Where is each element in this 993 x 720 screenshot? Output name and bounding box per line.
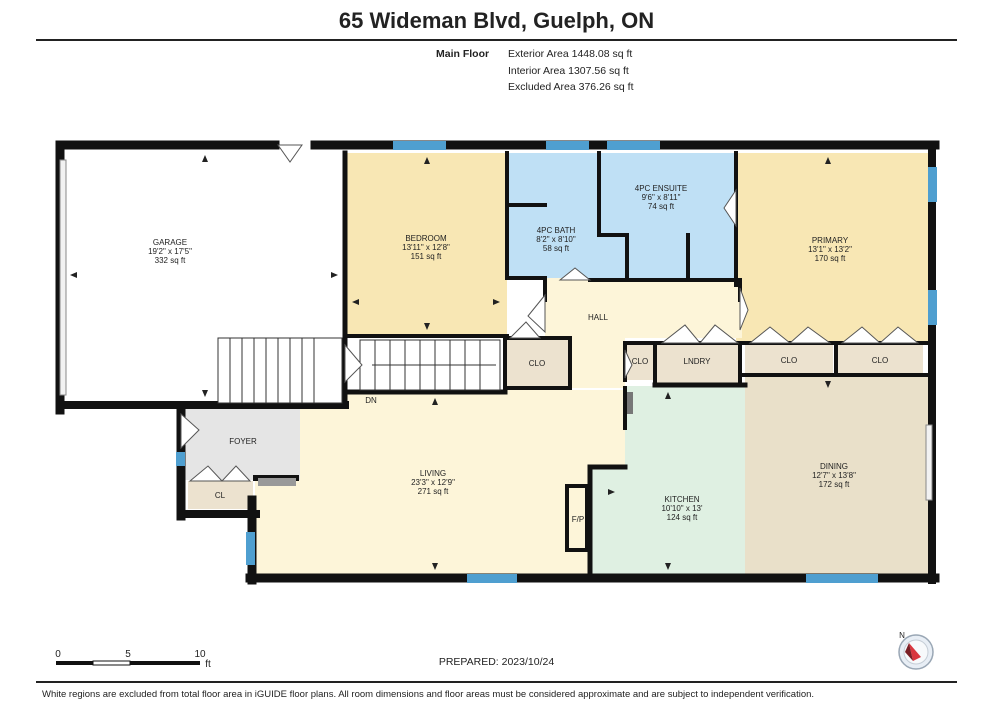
foyer-closet-label: CL: [215, 491, 226, 500]
living-name: LIVING: [420, 469, 446, 478]
scale-tick-10: 10: [194, 649, 206, 660]
fireplace-label: F/P: [572, 515, 584, 524]
windows: [176, 141, 937, 583]
compass-label: N: [899, 631, 905, 640]
stairs-down-label: DN: [365, 396, 377, 405]
dining-dims: 12'7" x 13'8": [812, 471, 856, 480]
bath-area: 58 sq ft: [543, 244, 570, 253]
bottom-divider: [36, 681, 957, 683]
bath-dims: 8'2" x 8'10": [536, 235, 576, 244]
primary-area: 170 sq ft: [815, 254, 846, 263]
garage-stairs: [217, 337, 343, 404]
scale-tick-5: 5: [125, 649, 131, 660]
scale-segment: [130, 661, 200, 665]
small-closet-label: CLO: [632, 357, 648, 366]
primary-closet1-fill: [745, 345, 833, 375]
foyer-closet-fill: [188, 481, 253, 509]
kitchen-fill: [590, 386, 745, 578]
foyer-fill: [185, 408, 300, 480]
small-closet-fill: [627, 343, 654, 380]
bedroom-dims: 13'11" x 12'8": [402, 243, 450, 252]
dining-area: 172 sq ft: [819, 480, 850, 489]
primary-closet1-label: CLO: [781, 356, 797, 365]
laundry-fill: [656, 343, 740, 383]
interior-area: Interior Area 1307.56 sq ft: [508, 64, 629, 77]
dining-fill: [745, 377, 928, 578]
disclaimer: White regions are excluded from total fl…: [42, 689, 815, 700]
ensuite-name: 4PC ENSUITE: [635, 184, 687, 193]
exterior-area: Exterior Area 1448.08 sq ft: [508, 48, 633, 60]
kitchen-dims: 10'10" x 13': [661, 504, 703, 513]
fixture: [258, 478, 296, 486]
primary-dims: 13'1" x 13'2": [808, 245, 852, 254]
hall-fill: [545, 278, 742, 338]
laundry-label: LNDRY: [684, 357, 712, 366]
room-fills: [185, 153, 928, 578]
ensuite-area: 74 sq ft: [648, 202, 675, 211]
garage-name: GARAGE: [153, 238, 187, 247]
living-area: 271 sq ft: [418, 487, 449, 496]
primary-closet2-label: CLO: [872, 356, 888, 365]
ensuite-dims: 9'6" x 8'11": [642, 193, 681, 202]
garage-area: 332 sq ft: [155, 256, 186, 265]
bedroom-name: BEDROOM: [405, 234, 447, 243]
bedroom-area: 151 sq ft: [411, 252, 442, 261]
floor-name: Main Floor: [436, 48, 490, 60]
living-fill: [255, 390, 625, 578]
hall-closet-label: CLO: [529, 359, 545, 368]
hall-label: HALL: [588, 313, 609, 322]
compass-icon: N: [898, 631, 934, 670]
bedroom-fill: [347, 153, 507, 336]
top-divider: [36, 39, 957, 41]
scale-unit: ft: [205, 659, 211, 670]
hall-closet-fill: [505, 338, 568, 388]
dining-name: DINING: [820, 462, 848, 471]
primary-fill: [736, 153, 928, 343]
foyer-label: FOYER: [229, 437, 257, 446]
glass-walls: [59, 159, 933, 501]
bath-fill: [507, 153, 599, 278]
living-dims: 23'3" x 12'9": [411, 478, 455, 487]
kitchen-name: KITCHEN: [664, 495, 699, 504]
main-stairs: [359, 339, 501, 391]
page-title: 65 Wideman Blvd, Guelph, ON: [338, 8, 655, 33]
bath-name: 4PC BATH: [537, 226, 576, 235]
fixture: [627, 392, 633, 414]
excluded-area: Excluded Area 376.26 sq ft: [508, 81, 634, 93]
primary-closet2-fill: [838, 345, 923, 375]
scale-tick-0: 0: [55, 649, 61, 660]
door-swings: [180, 144, 920, 482]
prepared-date: PREPARED: 2023/10/24: [438, 656, 555, 668]
kitchen-area: 124 sq ft: [667, 513, 698, 522]
dimension-markers: [70, 155, 831, 570]
garage-dims: 19'2" x 17'5": [148, 247, 192, 256]
ensuite-fill: [599, 153, 736, 278]
primary-name: PRIMARY: [812, 236, 849, 245]
scale-segment: [56, 661, 93, 665]
room-labels: GARAGE 19'2" x 17'5" 332 sq ft BEDROOM 1…: [148, 184, 888, 524]
